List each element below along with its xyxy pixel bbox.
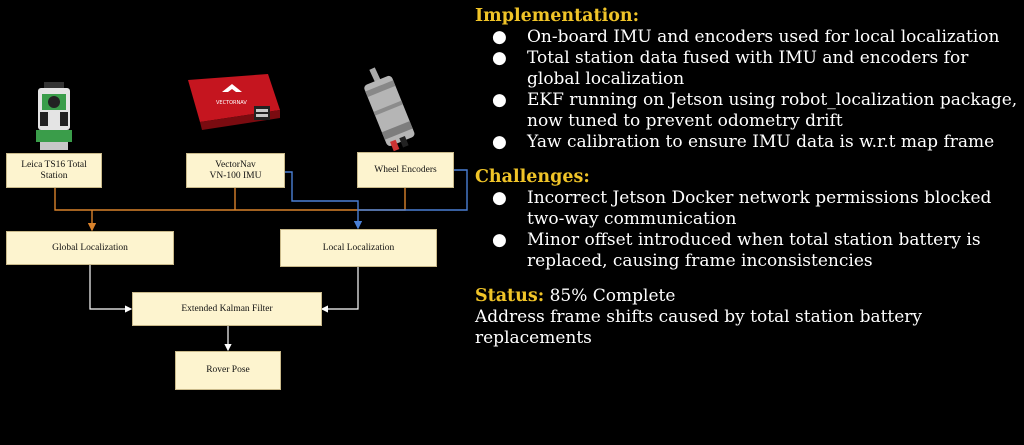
bullet-icon: ● xyxy=(492,90,507,110)
bullet-icon: ● xyxy=(492,48,507,68)
vectornav-imu-image: VECTORNAV xyxy=(188,74,280,130)
vectornav-logo-text: VECTORNAV xyxy=(216,100,247,106)
vectornav-to-local-line xyxy=(285,171,363,230)
node-ekf-label: Extended Kalman Filter xyxy=(181,303,273,314)
list-item-text: EKF running on Jetson using robot_locali… xyxy=(527,90,1018,131)
list-item: ● Total station data fused with IMU and e… xyxy=(475,48,1020,90)
list-item-text: On-board IMU and encoders used for local… xyxy=(527,27,1000,47)
node-leica-label: Leica TS16 Total Station xyxy=(21,159,87,181)
bullet-icon: ● xyxy=(492,132,507,152)
node-wheel-encoders: Wheel Encoders xyxy=(357,152,454,188)
node-global-localization: Global Localization xyxy=(6,231,174,265)
challenges-list: ● Incorrect Jetson Docker network permiss… xyxy=(475,188,1020,272)
bullet-icon: ● xyxy=(492,230,507,250)
node-extended-kalman-filter: Extended Kalman Filter xyxy=(132,292,322,326)
list-item: ● Minor offset introduced when total stat… xyxy=(475,230,1020,272)
status-line: Status: 85% Complete xyxy=(475,286,1020,307)
list-item: ● Yaw calibration to ensure IMU data is w… xyxy=(475,132,1020,153)
wheel-encoder-image xyxy=(364,67,415,152)
node-pose-label: Rover Pose xyxy=(206,365,250,376)
diagram-connectors xyxy=(54,169,468,352)
bullet-icon: ● xyxy=(492,27,507,47)
list-item-text: Yaw calibration to ensure IMU data is w.… xyxy=(527,132,995,152)
status-value: 85% Complete xyxy=(549,286,676,306)
text-panel: Implementation: ● On-board IMU and encode… xyxy=(475,6,1020,349)
implementation-list: ● On-board IMU and encoders used for loca… xyxy=(475,27,1020,153)
list-item-text: Total station data fused with IMU and en… xyxy=(527,48,969,89)
status-note: Address frame shifts caused by total sta… xyxy=(475,307,923,348)
node-global-label: Global Localization xyxy=(52,242,128,253)
encoders-to-local-line xyxy=(358,169,468,211)
list-item: ● On-board IMU and encoders used for loca… xyxy=(475,27,1020,48)
node-rover-pose: Rover Pose xyxy=(175,351,281,390)
implementation-heading: Implementation: xyxy=(475,6,640,26)
list-item: ● Incorrect Jetson Docker network permiss… xyxy=(475,188,1020,230)
total-station-image xyxy=(36,82,72,150)
status-label: Status: xyxy=(475,286,545,306)
node-vectornav-imu: VectorNav VN-100 IMU xyxy=(186,153,285,188)
node-vectornav-label: VectorNav VN-100 IMU xyxy=(209,159,262,181)
challenges-heading: Challenges: xyxy=(475,167,590,187)
node-leica-total-station: Leica TS16 Total Station xyxy=(6,153,102,188)
local-to-ekf-line xyxy=(320,266,359,313)
list-item: ● EKF running on Jetson using robot_local… xyxy=(475,90,1020,132)
leica-to-global-line xyxy=(54,188,406,211)
node-local-localization: Local Localization xyxy=(280,229,437,267)
global-to-ekf-line xyxy=(89,264,133,313)
node-encoders-label: Wheel Encoders xyxy=(374,164,437,175)
node-local-label: Local Localization xyxy=(322,242,395,253)
bullet-icon: ● xyxy=(492,188,507,208)
list-item-text: Incorrect Jetson Docker network permissi… xyxy=(527,188,992,229)
list-item-text: Minor offset introduced when total stati… xyxy=(527,230,981,271)
